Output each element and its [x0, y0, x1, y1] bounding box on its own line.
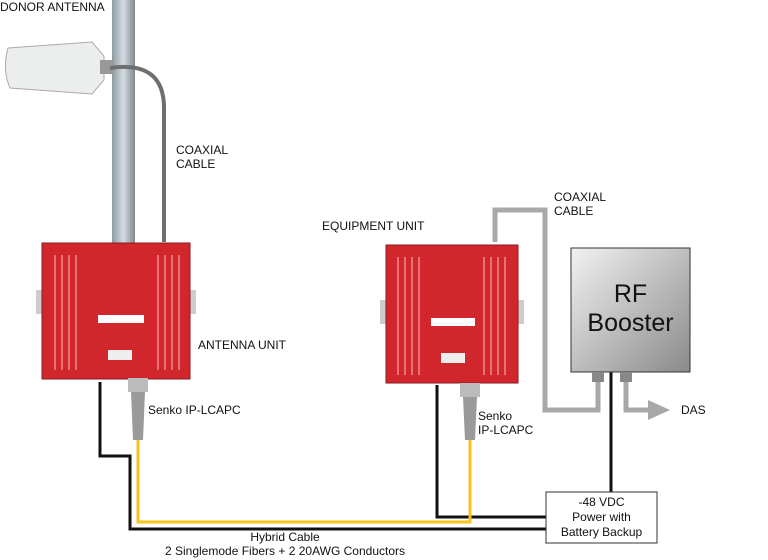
senko-label-line: IP-LCAPC: [478, 423, 534, 437]
coax-label-line: COAXIAL: [554, 190, 607, 204]
equipment-unit-label: EQUIPMENT UNIT: [322, 219, 425, 233]
equipment-unit-box: [380, 244, 524, 440]
donor-antenna-label: DONOR ANTENNA: [0, 0, 105, 14]
coaxial-cable-equipment: [492, 207, 601, 413]
coax-label-line: COAXIAL: [176, 143, 229, 157]
coax-label-line: CABLE: [176, 157, 216, 171]
hybrid-fiber-cable: [136, 440, 472, 524]
power-line: -48 VDC: [578, 495, 625, 509]
power-line: Battery Backup: [560, 525, 643, 539]
coaxial-cable-label-1: COAXIAL CABLE: [176, 143, 228, 171]
das-label: DAS: [681, 403, 706, 417]
power-supply-label: -48 VDC Power with Battery Backup: [546, 495, 657, 540]
das-arrowhead-icon: [648, 400, 670, 420]
antenna-unit-label: ANTENNA UNIT: [198, 338, 287, 352]
coaxial-cable-label-2: COAXIAL CABLE: [554, 190, 606, 218]
donor-antenna-icon: [4, 41, 114, 95]
das-arrow: [623, 378, 650, 413]
hybrid-cable-label: Hybrid Cable 2 Singlemode Fibers + 2 20A…: [140, 530, 430, 558]
coaxial-cable-antenna: [109, 64, 167, 242]
hybrid-label-line: Hybrid Cable: [250, 530, 320, 544]
senko-label-2: Senko IP-LCAPC: [478, 409, 533, 437]
rf-booster-line: Booster: [587, 309, 674, 337]
power-conductors: [98, 372, 613, 531]
power-line: Power with: [572, 510, 631, 524]
rf-booster-line: RF: [613, 280, 648, 308]
antenna-unit-box: [36, 242, 196, 440]
senko-label-line: Senko: [478, 409, 513, 423]
coax-label-line: CABLE: [554, 204, 594, 218]
mast-pole: [112, 0, 135, 248]
senko-label-1: Senko IP-LCAPC: [148, 403, 241, 417]
hybrid-label-line: 2 Singlemode Fibers + 2 20AWG Conductors: [164, 544, 405, 558]
rf-booster-label: RF Booster: [571, 280, 690, 338]
power-supply-box: [545, 491, 658, 544]
rf-booster-box: [570, 247, 691, 382]
